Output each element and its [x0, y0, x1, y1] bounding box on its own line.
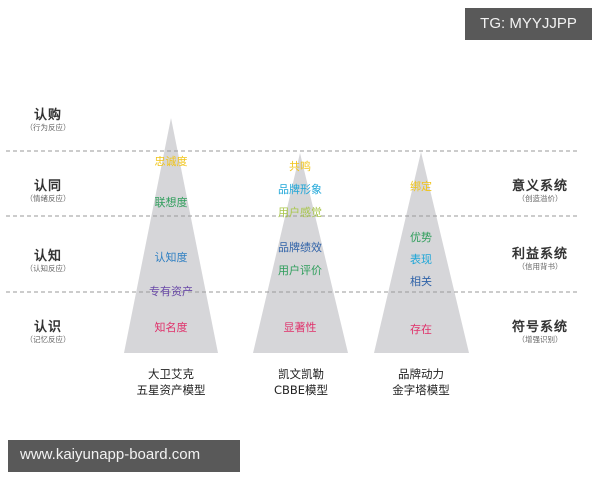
caption-aaker-line2: 五星资产模型 — [136, 383, 206, 397]
pyramid-brandz — [374, 152, 469, 353]
aaker-label-association: 联想度 — [154, 196, 188, 209]
row-title-recognition: 认识 — [33, 320, 62, 335]
row-title-identify: 认同 — [33, 179, 62, 194]
watermark-bottom-badge: www.kaiyunapp-board.com — [8, 440, 240, 472]
system-subtitle-benefit: （信用背书） — [517, 262, 563, 271]
brandz-label-presence: 存在 — [410, 323, 432, 336]
row-subtitle-purchase: （行为反应） — [25, 123, 71, 132]
caption-brandz-line1: 品牌动力 — [398, 367, 444, 381]
pyramid-keller — [253, 153, 348, 353]
system-subtitle-meaning: （创造溢价） — [517, 194, 563, 203]
keller-label-resonance: 共鸣 — [289, 160, 311, 173]
row-subtitle-cognition: （认知反应） — [25, 264, 71, 273]
keller-label-feelings: 用户感觉 — [278, 206, 322, 219]
keller-label-judgments: 用户评价 — [278, 264, 322, 277]
system-subtitle-symbol: （增强识别） — [517, 335, 563, 344]
keller-label-performance: 品牌绩效 — [278, 241, 322, 254]
row-title-cognition: 认知 — [33, 249, 62, 264]
system-title-symbol: 符号系统 — [511, 320, 568, 335]
aaker-label-awareness: 知名度 — [154, 321, 188, 334]
brandz-label-performance: 表现 — [410, 253, 432, 266]
aaker-label-loyalty: 忠诚度 — [154, 155, 188, 168]
caption-keller-line1: 凯文凯勒 — [278, 367, 324, 381]
caption-keller-model: 凯文凯勒 CBBE模型 — [246, 366, 356, 398]
caption-keller-line2: CBBE模型 — [273, 383, 329, 397]
brandz-label-relevance: 相关 — [410, 275, 432, 288]
brandz-label-advantage: 优势 — [410, 231, 432, 244]
caption-brandz-model: 品牌动力 金字塔模型 — [366, 366, 476, 398]
aaker-label-proprietary-assets: 专有资产 — [149, 285, 193, 298]
caption-aaker-model: 大卫艾克 五星资产模型 — [116, 366, 226, 398]
caption-aaker-line1: 大卫艾克 — [148, 367, 194, 381]
row-title-purchase: 认购 — [33, 108, 62, 123]
system-title-benefit: 利益系统 — [511, 247, 568, 262]
row-subtitle-identify: （情绪反应） — [25, 194, 71, 203]
caption-brandz-line2: 金字塔模型 — [392, 383, 450, 397]
keller-label-salience: 显著性 — [283, 321, 317, 334]
system-title-meaning: 意义系统 — [511, 179, 568, 194]
aaker-label-perceived: 认知度 — [154, 251, 188, 264]
keller-label-imagery: 品牌形象 — [278, 183, 322, 196]
pyramid-aaker — [124, 118, 218, 353]
brandz-label-bonding: 绑定 — [410, 180, 432, 193]
row-subtitle-recognition: （记忆反应） — [25, 335, 71, 344]
watermark-top-badge: TG: MYYJJPP — [465, 8, 592, 40]
